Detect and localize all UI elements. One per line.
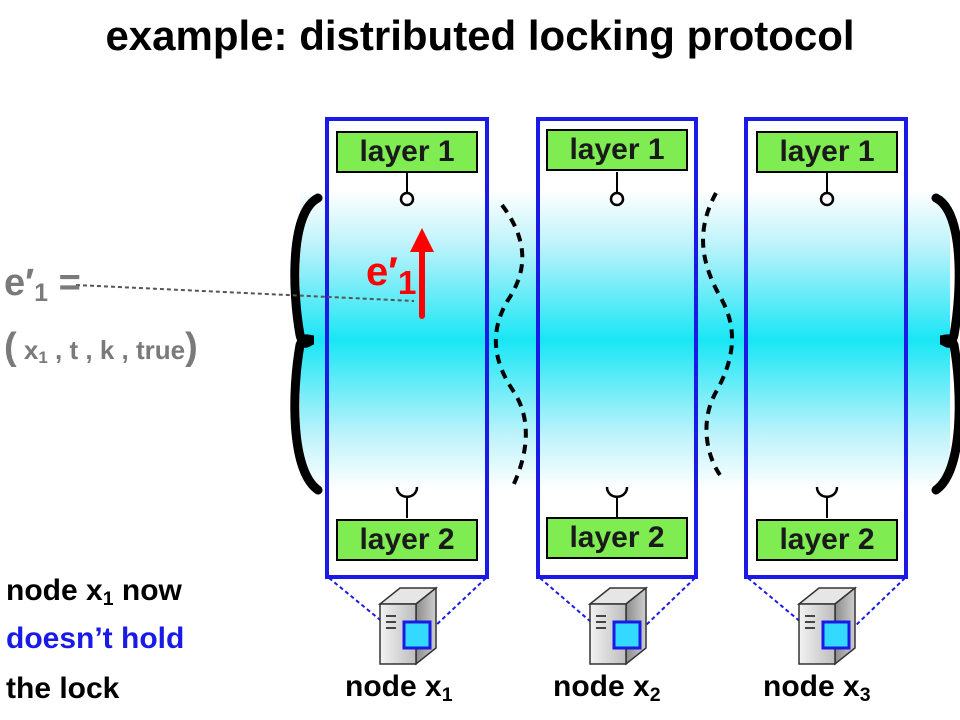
node-label-1: node x1 <box>345 670 453 706</box>
layer2-connector-3 <box>815 486 839 518</box>
event-label: e′1 <box>366 250 417 302</box>
layer1-box-node1: layer 1 <box>336 131 478 173</box>
layer2-box-node3: layer 2 <box>756 519 898 561</box>
node-column-2 <box>536 117 698 579</box>
separator-wave-1 <box>493 203 528 489</box>
server-icon <box>796 586 858 666</box>
page-title: example: distributed locking protocol <box>105 12 855 59</box>
event-equation: e′1 = <box>4 262 81 308</box>
layer1-box-node2: layer 1 <box>546 129 688 171</box>
layer1-box-node3: layer 1 <box>756 131 898 173</box>
layer2-connector-2 <box>605 486 629 518</box>
layer1-connector-2 <box>609 172 625 207</box>
status-line-1: node x1 now <box>6 574 182 610</box>
node-column-3 <box>744 117 908 579</box>
server-icon <box>377 586 439 666</box>
event-pointer-line <box>75 284 415 302</box>
node-label-2: node x2 <box>553 670 661 706</box>
up-arrow-icon <box>410 228 434 319</box>
status-line-3: the lock <box>6 672 120 705</box>
node-label-3: node x3 <box>763 670 871 706</box>
server-links-2 <box>539 577 696 629</box>
layer2-connector-1 <box>395 486 419 518</box>
right-curly-brace-icon <box>931 193 960 495</box>
left-curly-brace-icon <box>290 193 323 495</box>
status-line-2: doesn’t hold <box>6 622 185 655</box>
layer2-box-node1: layer 2 <box>336 519 478 561</box>
communication-band <box>300 190 950 490</box>
layer1-connector-1 <box>399 172 415 207</box>
server-icon <box>587 586 649 666</box>
event-tuple: ( x1 , t , k , true) <box>4 326 198 368</box>
node-column-1 <box>325 117 489 579</box>
server-links-3 <box>747 577 906 629</box>
layer2-box-node2: layer 2 <box>546 517 688 559</box>
layer1-connector-3 <box>819 172 835 207</box>
separator-wave-2 <box>701 192 734 477</box>
